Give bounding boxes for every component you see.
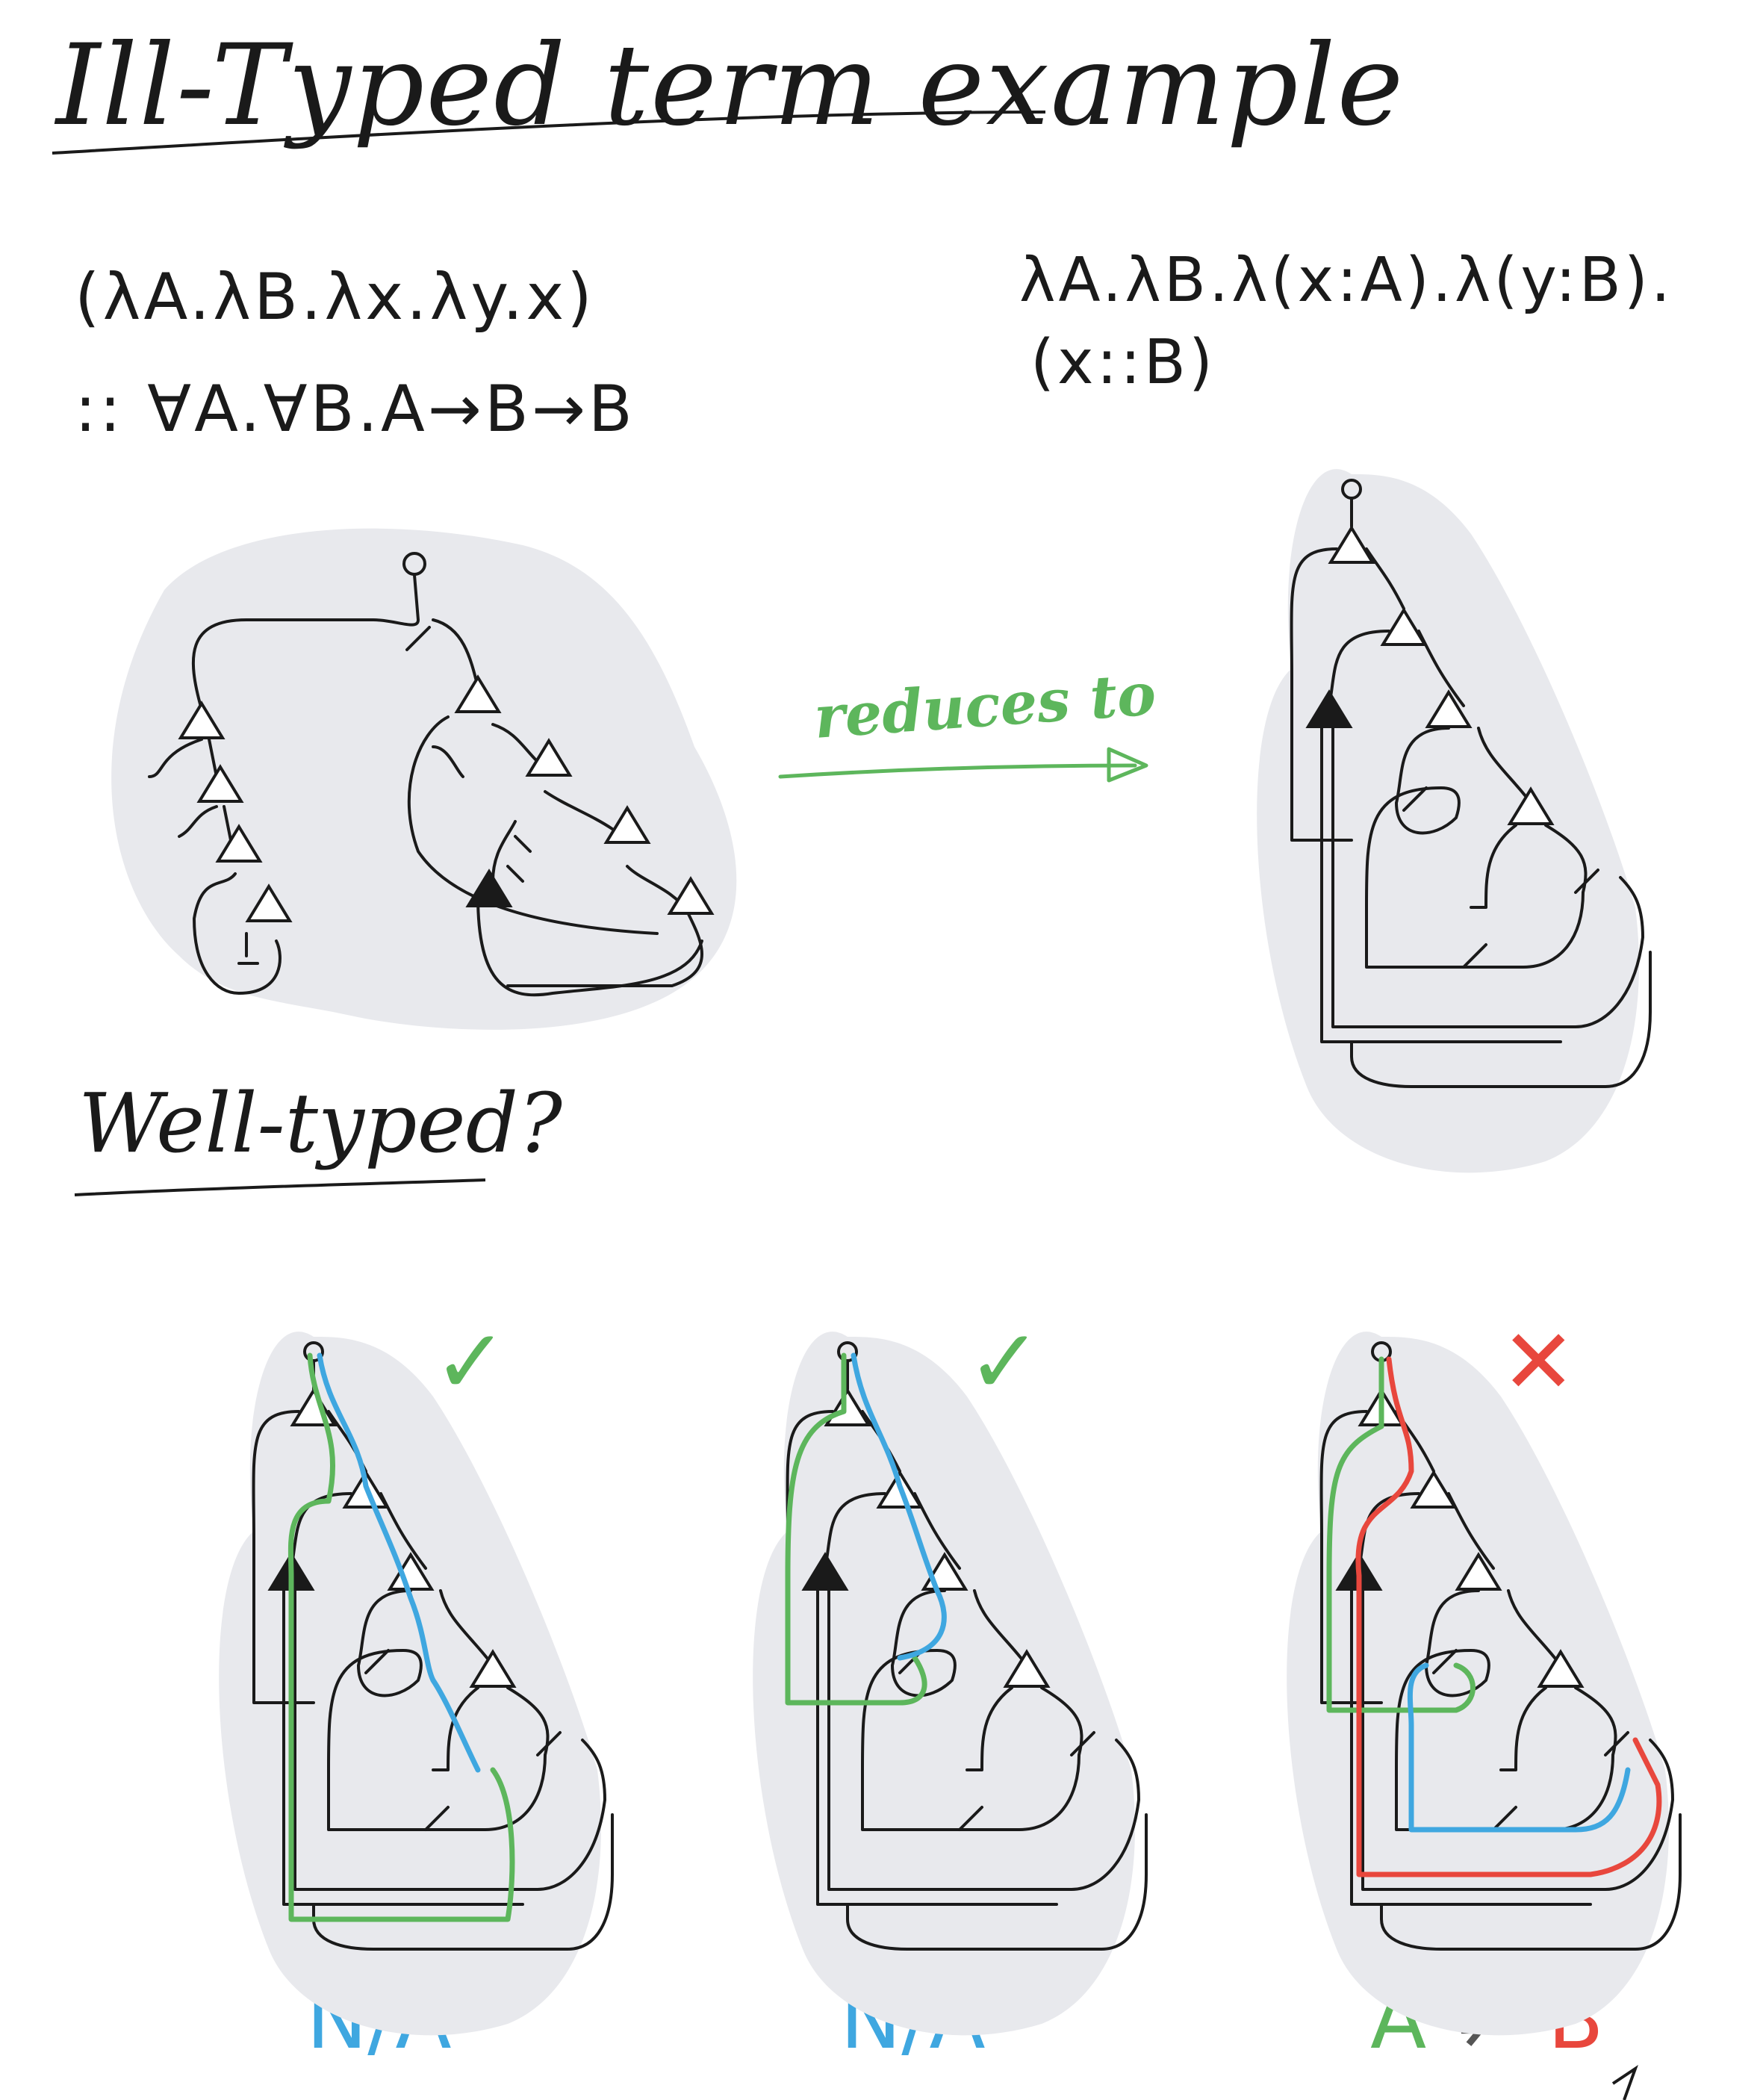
right-term-expression: λA.λB.λ(x:A).λ(y:B). xyxy=(1019,245,1673,316)
check-mark-1: ✓ xyxy=(433,1311,509,1414)
page-title: Ill-Typed term example xyxy=(56,21,1405,151)
cursor-mark xyxy=(1611,2064,1638,2100)
unreduced-net xyxy=(111,528,737,1030)
typed-net-1 xyxy=(219,1332,612,2035)
left-term-type: :: ∀A.∀B.A→B→B xyxy=(75,372,635,447)
well-typed-underline xyxy=(74,1178,486,1196)
right-term-body: (x::B) xyxy=(1030,327,1216,398)
well-typed-heading: Well-typed? xyxy=(78,1075,562,1171)
cross-mark-3: ✕ xyxy=(1501,1311,1576,1414)
check-mark-2: ✓ xyxy=(967,1311,1042,1414)
title-underline xyxy=(52,111,1046,155)
left-term-expression: (λA.λB.λx.λy.x) xyxy=(75,260,595,335)
typed-net-3 xyxy=(1287,1332,1680,2035)
reduces-arrow xyxy=(778,747,1148,783)
typed-net-2 xyxy=(753,1332,1146,2035)
reduced-net xyxy=(1257,469,1650,1172)
